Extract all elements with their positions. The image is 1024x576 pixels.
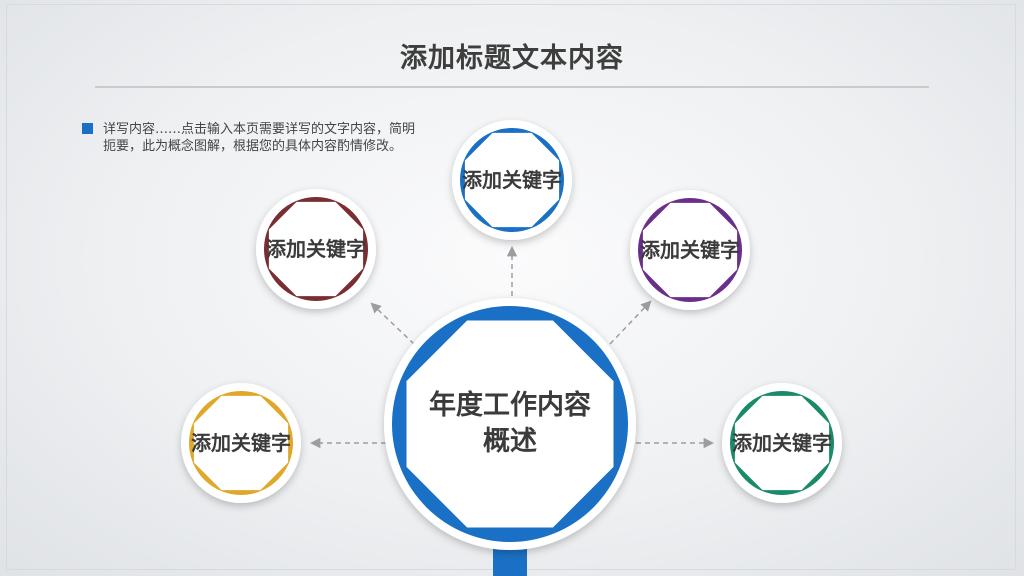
connector-group — [309, 245, 715, 449]
keyword-node-label: 添加关键字 — [191, 430, 291, 455]
slide-title: 添加标题文本内容 — [400, 43, 624, 74]
keyword-node-label: 添加关键字 — [640, 237, 740, 262]
node-octagon — [734, 395, 830, 491]
node-octagon — [193, 395, 289, 491]
node-octagon — [642, 202, 738, 298]
node-octagon — [268, 201, 364, 297]
connector-arrow-3 — [609, 300, 652, 345]
center-node[interactable] — [384, 298, 636, 550]
center-group — [384, 298, 636, 550]
center-octagon — [406, 320, 614, 528]
keyword-node-4[interactable] — [181, 383, 301, 503]
connector-arrow-2 — [370, 302, 415, 345]
keyword-node-1[interactable] — [452, 120, 572, 240]
bullet-square-icon — [82, 123, 93, 134]
keyword-node-2[interactable] — [256, 189, 376, 309]
keyword-node-3[interactable] — [630, 190, 750, 310]
keyword-node-label: 添加关键字 — [732, 430, 832, 455]
keyword-node-label: 添加关键字 — [462, 167, 562, 192]
description-text: 详写内容……点击输入本页需要详写的文字内容，简明扼要，此为概念图解，根据您的具体… — [103, 122, 416, 154]
keyword-node-label: 添加关键字 — [266, 236, 366, 261]
node-octagon — [464, 132, 560, 228]
node-group — [181, 120, 842, 503]
description-block: 详写内容……点击输入本页需要详写的文字内容，简明扼要，此为概念图解，根据您的具体… — [82, 121, 422, 155]
center-node-label: 年度工作内容概述 — [429, 390, 591, 457]
title-divider — [95, 86, 929, 88]
keyword-node-5[interactable] — [722, 383, 842, 503]
